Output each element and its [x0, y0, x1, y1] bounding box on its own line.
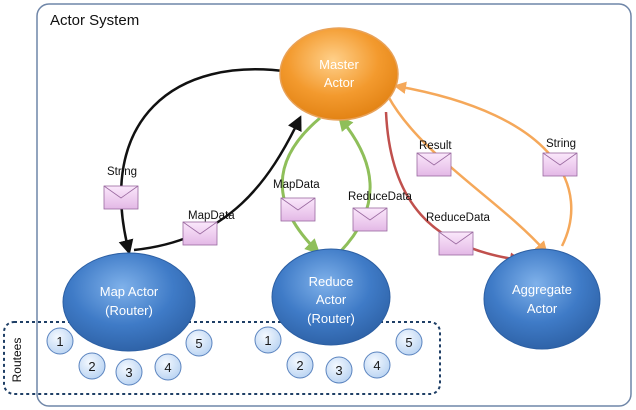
routee-map-5-label: 5 — [195, 336, 202, 351]
routee-reduce-5-label: 5 — [405, 335, 412, 350]
routee-map-1-label: 1 — [56, 334, 63, 349]
master-actor[interactable]: Master Actor — [279, 27, 399, 121]
routee-reduce-4-label: 4 — [373, 358, 380, 373]
envelope-string-left — [103, 185, 139, 210]
reduce-actor-label-2: Actor — [316, 292, 347, 307]
envelope-result — [416, 152, 452, 177]
actor-system-frame — [36, 3, 632, 407]
envelope-string-right — [542, 152, 578, 177]
message-label-mapdata-bottom: MapData — [188, 210, 235, 222]
map-actor-label-2: (Router) — [105, 303, 153, 318]
map-actor[interactable]: Map Actor (Router) — [62, 252, 196, 352]
arrow-master-to-aggregate-orange — [386, 95, 548, 254]
routee-reduce-1[interactable]: 1 — [254, 326, 282, 354]
actor-system-title: Actor System — [50, 12, 140, 29]
routee-reduce-3[interactable]: 3 — [325, 356, 353, 384]
routee-reduce-5[interactable]: 5 — [395, 328, 423, 356]
aggregate-actor[interactable]: Aggregate Actor — [483, 248, 601, 350]
arrow-master-to-reduce — [280, 116, 321, 255]
message-label-mapdata-mid: MapData — [273, 179, 320, 191]
message-label-reducedata-right: ReduceData — [426, 212, 491, 224]
arrow-reduce-to-master — [338, 115, 372, 254]
message-label-string-right: String — [546, 138, 576, 150]
reduce-actor[interactable]: Reduce Actor (Router) — [271, 248, 391, 346]
envelope-reducedata-right — [438, 231, 474, 256]
message-label-result: Result — [419, 140, 452, 152]
routee-map-5[interactable]: 5 — [185, 329, 213, 357]
routee-map-2-label: 2 — [88, 359, 95, 374]
message-label-string-left: String — [107, 166, 137, 178]
arrow-master-to-aggregate-red — [384, 111, 523, 265]
routee-reduce-1-label: 1 — [264, 333, 271, 348]
message-label-reducedata-mid: ReduceData — [348, 191, 413, 203]
envelope-reducedata-mid — [352, 207, 388, 232]
envelope-mapdata-mid — [280, 197, 316, 222]
routee-map-4-label: 4 — [164, 360, 171, 375]
routee-reduce-4[interactable]: 4 — [363, 351, 391, 379]
reduce-actor-label-1: Reduce — [309, 274, 354, 289]
routee-map-3[interactable]: 3 — [115, 358, 143, 386]
master-actor-label-1: Master — [319, 57, 359, 72]
aggregate-actor-label-2: Actor — [527, 301, 558, 316]
master-actor-label-2: Actor — [324, 75, 355, 90]
map-actor-label-1: Map Actor — [100, 284, 159, 299]
arrow-map-to-master — [133, 115, 302, 252]
routee-reduce-2-label: 2 — [296, 358, 303, 373]
routee-map-1[interactable]: 1 — [46, 327, 74, 355]
aggregate-actor-label-1: Aggregate — [512, 282, 572, 297]
routee-reduce-2[interactable]: 2 — [286, 351, 314, 379]
envelope-mapdata-bottom — [182, 221, 218, 246]
routee-map-4[interactable]: 4 — [154, 353, 182, 381]
routees-box — [3, 321, 441, 395]
routee-reduce-3-label: 3 — [335, 363, 342, 378]
routee-map-2[interactable]: 2 — [78, 352, 106, 380]
routees-label: Routees — [10, 337, 24, 383]
routee-map-3-label: 3 — [125, 365, 132, 380]
reduce-actor-label-3: (Router) — [307, 311, 355, 326]
